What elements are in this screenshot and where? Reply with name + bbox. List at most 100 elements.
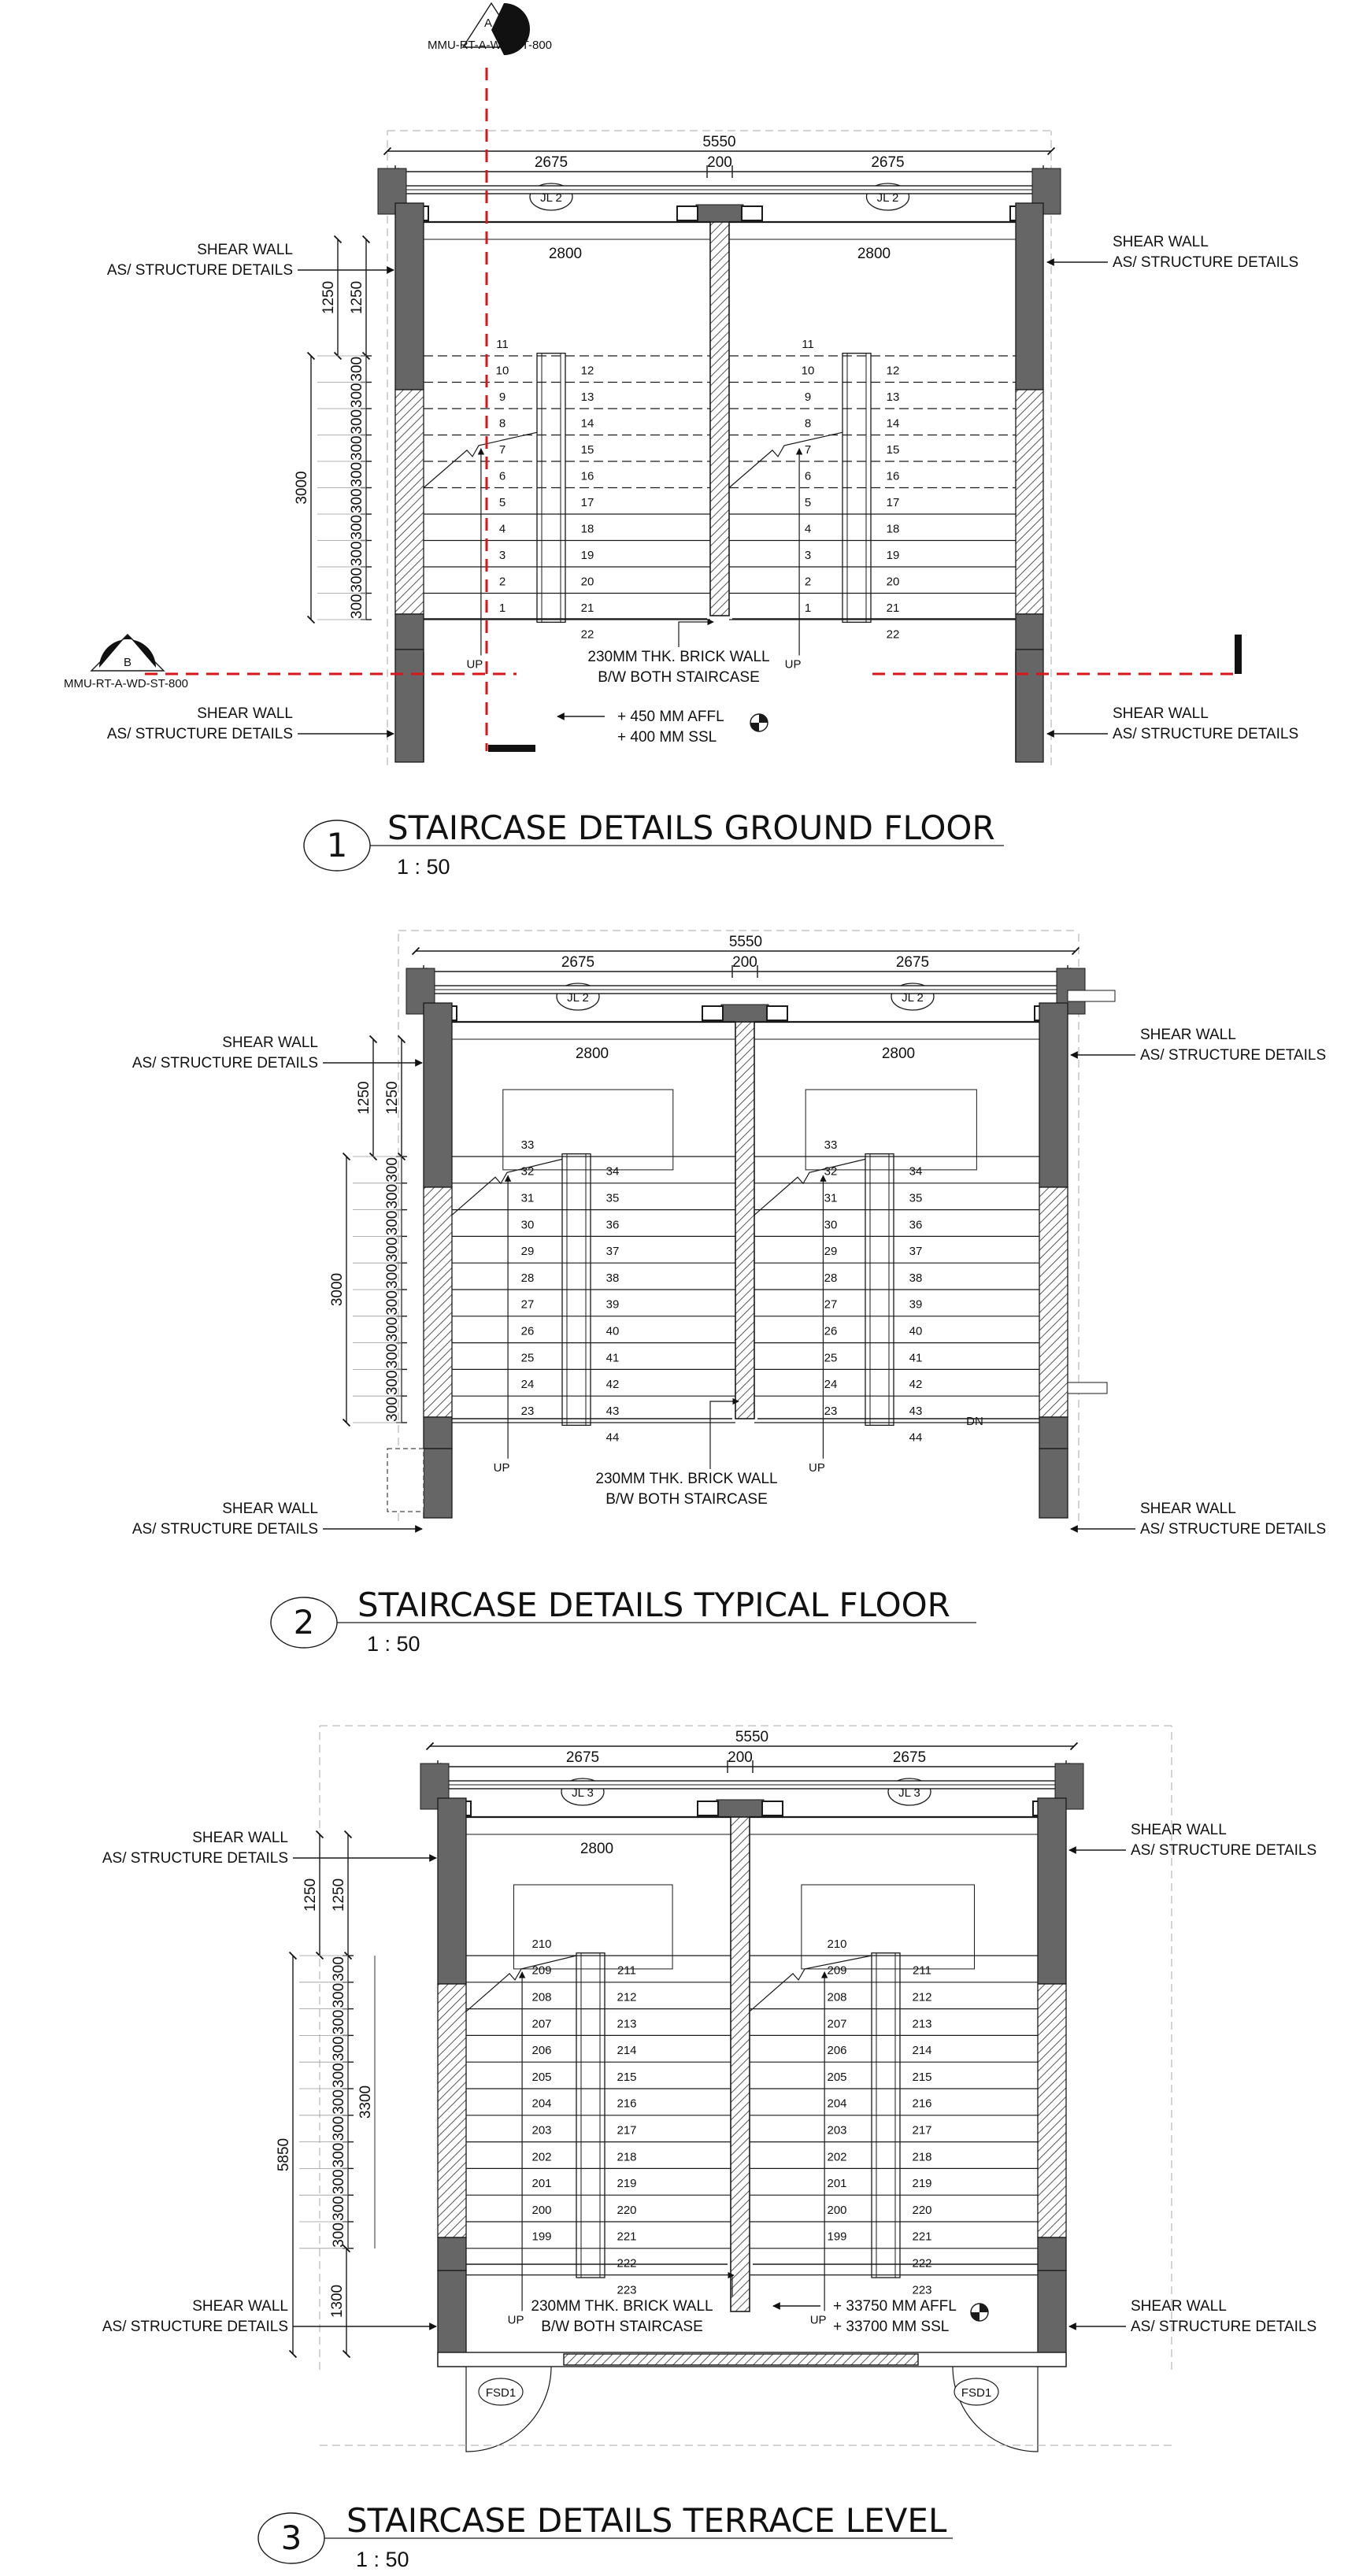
step-number: 201: [531, 2177, 551, 2190]
step-number: 203: [827, 2123, 846, 2137]
step-number: 204: [531, 2097, 551, 2111]
bay-dimension: 200: [707, 154, 732, 171]
step-number: 218: [617, 2150, 636, 2163]
riser-dimension: 300: [331, 2196, 347, 2221]
mid-brick-wall: [735, 1021, 755, 1419]
level-symbol-fill: [971, 2304, 988, 2321]
step-number: 19: [887, 549, 900, 562]
bottom-landing-dimension: 1300: [329, 2285, 346, 2318]
step-number: 222: [617, 2256, 636, 2270]
riser-dimension: 300: [331, 2116, 347, 2141]
view-scale: 1 : 50: [356, 2548, 409, 2571]
door-tag-bubble: [478, 2378, 524, 2406]
step-number: 219: [617, 2177, 636, 2190]
shear-wall-note: AS/ STRUCTURE DETAILS: [1140, 1521, 1326, 1538]
view-number: 1: [327, 826, 348, 864]
riser-dimension: 300: [331, 2223, 347, 2248]
shear-wall-note: SHEAR WALL: [192, 2298, 288, 2315]
riser-dimension: 300: [349, 515, 365, 540]
step-number: 30: [521, 1218, 535, 1231]
step-number: 28: [824, 1271, 838, 1285]
step-number: 8: [499, 416, 506, 430]
shear-wall-section: [1037, 1797, 1067, 1985]
step-number: 14: [887, 416, 900, 430]
stair-break-line: [451, 1158, 563, 1216]
brick-wall-section: [1015, 389, 1044, 615]
step-number: 25: [824, 1351, 838, 1364]
step-number: 22: [581, 627, 594, 641]
step-number: 36: [909, 1218, 923, 1231]
shear-wall-section: [394, 649, 424, 763]
window-frame: [697, 1801, 719, 1816]
bay-dimension: 2675: [896, 954, 929, 971]
landing-dimension: 1250: [331, 1878, 347, 1912]
shear-wall-note: SHEAR WALL: [192, 1830, 288, 1846]
step-number: 213: [617, 2017, 636, 2030]
step-number: 203: [531, 2123, 551, 2137]
window-frame: [761, 1801, 783, 1816]
step-number: 33: [521, 1138, 535, 1152]
landing-dimension: 1250: [320, 281, 337, 314]
step-number: 15: [581, 443, 594, 457]
riser-dimension: 300: [349, 383, 365, 408]
step-number: 214: [617, 2044, 636, 2057]
view-title: STAIRCASE DETAILS TERRACE LEVEL: [346, 2501, 947, 2540]
step-number: 199: [531, 2230, 551, 2244]
step-number: 1: [805, 601, 811, 615]
step-number: 33: [824, 1138, 838, 1152]
shear-wall-section: [1015, 202, 1044, 390]
step-number: 205: [531, 2071, 551, 2084]
step-number: 30: [824, 1218, 838, 1231]
shear-wall-note: SHEAR WALL: [197, 705, 293, 722]
step-number: 212: [617, 1990, 636, 2004]
step-number: 39: [909, 1298, 923, 1312]
shear-wall-corner: [377, 168, 407, 215]
step-number: 5: [499, 496, 506, 509]
riser-dimension: 300: [384, 1370, 401, 1395]
view-number: 2: [294, 1603, 315, 1641]
brick-wall-section: [1037, 1983, 1067, 2238]
step-number: 1: [499, 601, 506, 615]
step-number: 213: [912, 2017, 931, 2030]
brick-wall-note: B/W BOTH STAIRCASE: [605, 1491, 768, 1508]
shear-wall-note: SHEAR WALL: [1140, 1027, 1236, 1043]
riser-dimension: 300: [331, 1956, 347, 1982]
step-number: 44: [909, 1431, 923, 1445]
riser-dimension: 300: [331, 2063, 347, 2088]
step-number: 217: [912, 2123, 931, 2137]
step-number: 207: [531, 2017, 551, 2030]
overall-dimension: 5550: [729, 934, 762, 950]
step-number: 19: [581, 549, 594, 562]
step-number: 43: [909, 1405, 923, 1418]
view-scale: 1 : 50: [397, 855, 450, 879]
up-label: UP: [809, 1461, 825, 1475]
view-scale: 1 : 50: [367, 1632, 420, 1656]
level-note: + 400 MM SSL: [617, 729, 717, 746]
step-number: 42: [606, 1378, 620, 1391]
riser-dimension: 300: [384, 1237, 401, 1262]
step-number: 221: [617, 2230, 636, 2244]
stair-break-line: [754, 1158, 866, 1216]
view-title: STAIRCASE DETAILS GROUND FLOOR: [387, 809, 995, 847]
riser-dimension: 300: [331, 2143, 347, 2168]
step-number: 16: [581, 469, 594, 483]
shear-wall-section: [1039, 1002, 1068, 1188]
door-tag: FSD1: [486, 2386, 516, 2400]
step-number: 11: [802, 338, 814, 351]
shear-wall-note: SHEAR WALL: [1131, 1822, 1227, 1838]
step-number: 9: [499, 390, 506, 404]
bay-dimension: 200: [732, 954, 757, 971]
stair-break-line: [728, 431, 843, 488]
down-label: DN: [966, 1415, 983, 1428]
step-number: 214: [912, 2044, 931, 2057]
step-number: 12: [887, 364, 900, 377]
step-number: 220: [617, 2204, 636, 2217]
step-number: 16: [887, 469, 900, 483]
step-number: 7: [499, 443, 506, 457]
step-number: 38: [606, 1271, 620, 1285]
window-frame: [702, 1005, 724, 1021]
level-note: + 450 MM AFFL: [617, 709, 724, 725]
step-number: 40: [606, 1324, 620, 1338]
step-number: 216: [617, 2097, 636, 2111]
